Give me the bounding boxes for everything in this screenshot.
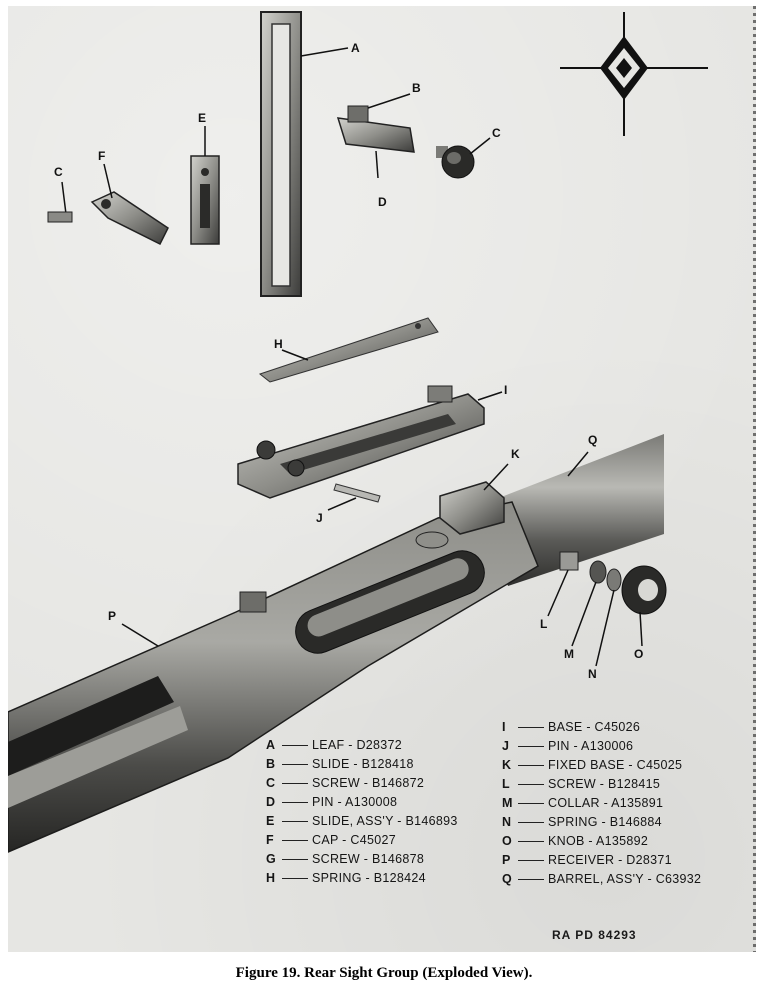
- callout-a: A: [351, 41, 360, 55]
- callout-b: B: [412, 81, 421, 95]
- callout-p: P: [108, 609, 117, 623]
- compass-mark: [560, 12, 708, 136]
- callout-q: Q: [588, 433, 598, 447]
- callout-f: F: [98, 149, 106, 163]
- part-slide-assembly: [190, 126, 220, 245]
- callout-i: I: [504, 383, 508, 397]
- part-pin: [327, 483, 381, 511]
- part-leaf: [260, 11, 349, 297]
- part-screw: [436, 137, 491, 179]
- callout-n: N: [588, 667, 597, 681]
- callout-l: L: [540, 617, 548, 631]
- callout-h: H: [274, 337, 283, 351]
- callout-e: E: [198, 111, 207, 125]
- part-fixed-base: [439, 463, 509, 535]
- callout-c-small-screw: C: [54, 165, 63, 179]
- plate-id-stamp: RA PD 84293: [552, 928, 637, 942]
- part-receiver: [8, 501, 539, 853]
- callout-d: D: [378, 195, 387, 209]
- part-base: [237, 385, 503, 499]
- part-knob-assembly: [547, 551, 667, 667]
- part-cap: [90, 163, 169, 246]
- part-small-screw: [47, 181, 73, 223]
- part-spring: [258, 317, 439, 383]
- callout-c: C: [492, 126, 501, 140]
- figure-caption: Figure 19. Rear Sight Group (Exploded Vi…: [235, 965, 533, 981]
- callout-j: J: [316, 511, 323, 525]
- callout-k: K: [511, 447, 520, 461]
- part-slide: [336, 93, 415, 179]
- callout-o: O: [634, 647, 644, 661]
- callout-m: M: [564, 647, 574, 661]
- exploded-view-drawing: [8, 11, 708, 853]
- plate-edge: [753, 6, 756, 952]
